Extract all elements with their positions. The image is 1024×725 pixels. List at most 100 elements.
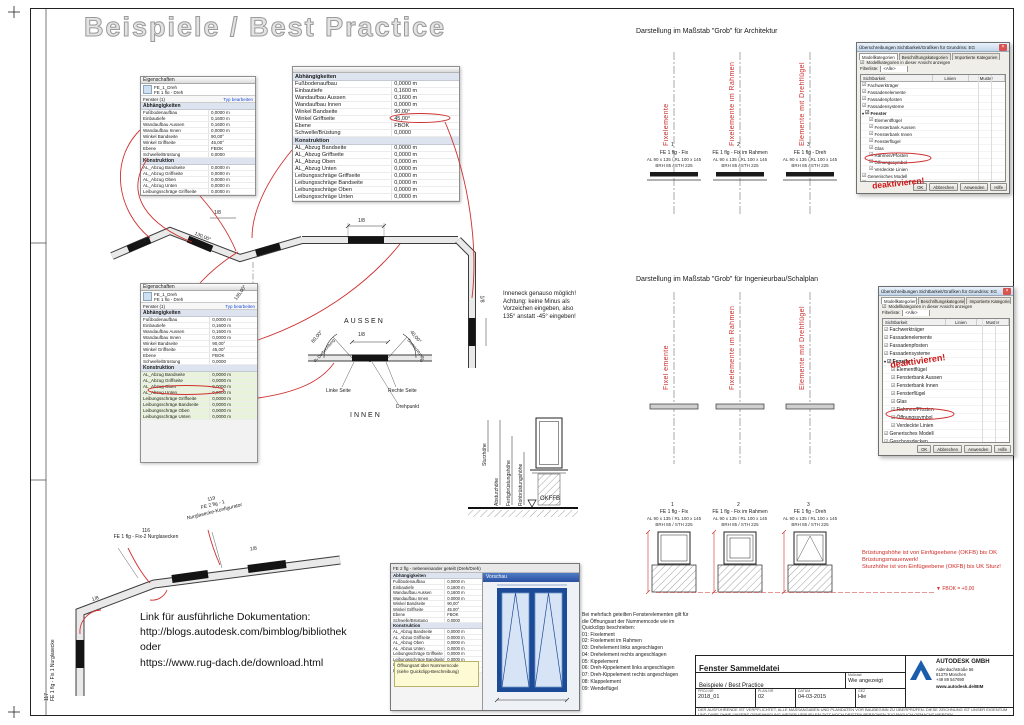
- expand-icon[interactable]: [862, 110, 864, 116]
- param-value[interactable]: 0,1600 m: [211, 116, 230, 121]
- tree-item[interactable]: Fensterflügel: [883, 390, 1009, 398]
- param-value[interactable]: 0,0000 m: [210, 372, 257, 377]
- param-value[interactable]: 0,0000 m: [210, 396, 257, 401]
- param-value[interactable]: 0,0000 m: [394, 180, 418, 186]
- tree-item[interactable]: Öffnungssymbol: [861, 159, 1005, 166]
- param-value[interactable]: 0,0000 m: [447, 640, 465, 645]
- param-value[interactable]: 0,0000 m: [211, 171, 230, 176]
- doc-link-2[interactable]: https://www.rug-dach.de/download.html: [140, 656, 324, 669]
- tree-item[interactable]: Fassadenelemente: [883, 334, 1009, 342]
- param-value[interactable]: 0,1600 m: [212, 323, 231, 328]
- dialog-tab[interactable]: Importierte Kategorien: [951, 53, 1001, 60]
- tree-item[interactable]: Fassadensysteme: [883, 350, 1009, 358]
- tree-item[interactable]: Elementflügel: [883, 366, 1009, 374]
- param-value[interactable]: 0,0000: [211, 152, 225, 157]
- tree-item[interactable]: Generisches Modell: [883, 430, 1009, 438]
- tree-item[interactable]: Rahmen/Pfosten: [861, 152, 1005, 159]
- param-value[interactable]: FBOK: [212, 353, 225, 358]
- param-value[interactable]: 0,0000 m: [210, 402, 257, 407]
- close-icon[interactable]: [999, 43, 1007, 51]
- param-value[interactable]: 45,00°: [394, 116, 411, 122]
- dialog-titlebar[interactable]: Überschreibungen Sichtbarkeit/Grafiken f…: [879, 287, 1013, 296]
- tree-item[interactable]: Fensterbank Aussen: [861, 124, 1005, 131]
- tree-item[interactable]: Generisches Modell: [861, 173, 1005, 180]
- param-value[interactable]: 0,0000 m: [394, 81, 418, 87]
- dialog-tab[interactable]: Importierte Kategorien: [966, 297, 1011, 304]
- close-icon[interactable]: [1003, 287, 1011, 295]
- param-value[interactable]: 0,0000 m: [447, 656, 465, 661]
- filter-select[interactable]: <Alle>: [880, 66, 909, 72]
- dialog-tab[interactable]: Beschriftungskategorien: [917, 297, 966, 304]
- tree-item[interactable]: Geschossdecken: [861, 180, 1005, 182]
- param-value[interactable]: 0,0000 m: [394, 152, 418, 158]
- param-value[interactable]: 0,1600 m: [394, 88, 418, 94]
- tree-item[interactable]: Glas: [883, 398, 1009, 406]
- tree-item[interactable]: Fassadenpfosten: [861, 96, 1005, 103]
- tree-item[interactable]: Verdeckte Linien: [861, 166, 1005, 173]
- tree-item-fenster[interactable]: Fenster: [883, 358, 1009, 366]
- param-value[interactable]: 0,0000 m: [211, 189, 230, 194]
- param-value[interactable]: 0,0000 m: [211, 110, 230, 115]
- tree-item[interactable]: Fachwerkträger: [883, 326, 1009, 334]
- param-value[interactable]: 0,0000 m: [212, 317, 231, 322]
- param-value[interactable]: 0,0000 m: [210, 408, 257, 413]
- param-value[interactable]: 0,0000 m: [447, 634, 465, 639]
- param-value[interactable]: 0,0000 m: [394, 166, 418, 172]
- doc-link-1[interactable]: http://blogs.autodesk.com/bimblog/biblio…: [140, 626, 347, 639]
- param-value[interactable]: 45,00°: [212, 347, 226, 352]
- param-value[interactable]: 45,00°: [211, 140, 225, 145]
- dialog-button[interactable]: OK: [913, 183, 928, 191]
- tree-item[interactable]: Fensterbank Aussen: [883, 374, 1009, 382]
- param-value[interactable]: 0,0000 m: [211, 177, 230, 182]
- dialog-tab[interactable]: Modellkategorien: [859, 53, 898, 60]
- param-value[interactable]: 0,1600 m: [211, 122, 230, 127]
- type-selector[interactable]: FE_1_Dreh FE 1 flg - Dreh: [141, 84, 255, 96]
- company-web[interactable]: www.autodesk.de/BIM: [936, 684, 984, 690]
- tree-item[interactable]: Rahmen/Pfosten: [883, 406, 1009, 414]
- param-value[interactable]: 0,0000 m: [210, 390, 257, 395]
- dialog-tab[interactable]: Modellkategorien: [881, 297, 917, 304]
- param-value[interactable]: 0,0000 m: [211, 128, 230, 133]
- param-value[interactable]: 0,0000 m: [447, 651, 465, 656]
- tree-item-fenster[interactable]: Fenster: [861, 110, 1005, 117]
- param-value[interactable]: 0,0000 m: [211, 183, 230, 188]
- param-value[interactable]: 0,0000 m: [394, 145, 418, 151]
- tree-item[interactable]: Elementflügel: [861, 117, 1005, 124]
- param-value[interactable]: 90,00°: [394, 109, 411, 115]
- param-value[interactable]: 0,1600 m: [447, 584, 465, 589]
- tree-item[interactable]: Fassadensysteme: [861, 103, 1005, 110]
- param-value[interactable]: 0,0000 m: [210, 414, 257, 419]
- param-value[interactable]: 0,0000 m: [394, 187, 418, 193]
- param-value[interactable]: 0,0000 m: [210, 384, 257, 389]
- preview-titlebar[interactable]: Vorschau: [483, 573, 579, 582]
- param-value[interactable]: 0,0000 m: [447, 579, 465, 584]
- tree-item[interactable]: Fensterbank Innen: [883, 382, 1009, 390]
- param-value[interactable]: 90,00°: [212, 341, 226, 346]
- tree-item[interactable]: Glas: [861, 145, 1005, 152]
- dialog-titlebar[interactable]: Überschreibungen Sichtbarkeit/Grafiken f…: [857, 43, 1009, 52]
- dialog-button[interactable]: Abbrechen: [933, 445, 963, 453]
- palette-grip[interactable]: [293, 67, 459, 73]
- type-selector[interactable]: FE_1_Dreh FE 1 flg - Dreh: [141, 291, 257, 303]
- show-categories-checkbox[interactable]: Modellkategorien in dieser Ansicht anzei…: [879, 304, 1013, 310]
- palette-titlebar[interactable]: Eigenschaften: [141, 77, 255, 84]
- param-value[interactable]: 0,1600 m: [447, 590, 465, 595]
- param-value[interactable]: 0,0000: [447, 617, 461, 622]
- param-value[interactable]: 0,0000 m: [394, 194, 418, 200]
- edit-type-link[interactable]: Typ bearbeiten: [223, 97, 253, 102]
- param-value[interactable]: 0,0000 m: [394, 173, 418, 179]
- tree-item[interactable]: Öffnungssymbol: [883, 414, 1009, 422]
- param-value[interactable]: 0,1600 m: [212, 329, 231, 334]
- param-value[interactable]: 0,0000 m: [447, 645, 465, 650]
- param-value[interactable]: 0,0000 m: [212, 335, 231, 340]
- edit-type-link[interactable]: Typ bearbeiten: [225, 304, 255, 309]
- param-value[interactable]: FBOK: [394, 123, 410, 129]
- tree-item[interactable]: Geschossdecken: [883, 438, 1009, 443]
- dialog-button[interactable]: Hilfe: [990, 183, 1007, 191]
- param-value[interactable]: 90,00°: [211, 134, 225, 139]
- param-value[interactable]: 0,0000 m: [447, 629, 465, 634]
- param-value[interactable]: 0,0000 m: [211, 165, 230, 170]
- param-value[interactable]: 45,00°: [447, 606, 460, 611]
- param-value[interactable]: FBOK: [447, 612, 459, 617]
- dialog-button[interactable]: Hilfe: [994, 445, 1011, 453]
